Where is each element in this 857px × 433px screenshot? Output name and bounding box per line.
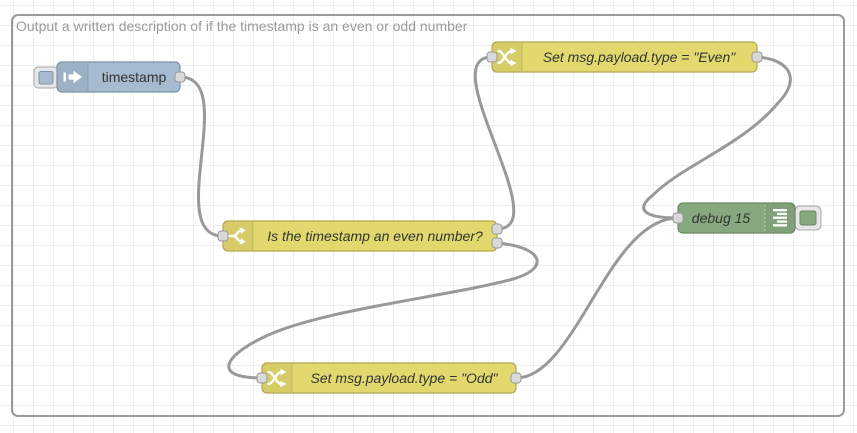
inject-node-label: timestamp bbox=[102, 69, 167, 85]
wire-change-odd-to-debug[interactable] bbox=[515, 216, 679, 380]
debug-input-port[interactable] bbox=[672, 212, 684, 224]
node-change-odd: Set msg.payload.type = "Odd" bbox=[256, 362, 522, 394]
wire-switch-to-change-even[interactable] bbox=[473, 55, 516, 231]
change-even-output-port[interactable] bbox=[751, 51, 763, 63]
debug-node-label: debug 15 bbox=[692, 210, 751, 226]
inject-button-inner bbox=[38, 71, 54, 85]
group-box[interactable] bbox=[11, 14, 845, 417]
node-debug: debug 15 bbox=[672, 202, 822, 234]
group-label: Output a written description of if the t… bbox=[16, 18, 468, 34]
wire-change-even-to-debug[interactable] bbox=[642, 55, 792, 220]
switch-input-port[interactable] bbox=[217, 230, 229, 242]
wire-timestamp-to-switch[interactable] bbox=[179, 75, 224, 238]
switch-output-port-2[interactable] bbox=[491, 237, 503, 249]
change-odd-output-port[interactable] bbox=[510, 372, 522, 384]
node-change-even: Set msg.payload.type = "Even" bbox=[486, 41, 763, 73]
wire-switch-to-change-odd[interactable] bbox=[227, 241, 539, 380]
inject-output-port[interactable] bbox=[174, 71, 186, 83]
change-odd-input-port[interactable] bbox=[256, 372, 268, 384]
change-odd-node-label: Set msg.payload.type = "Odd" bbox=[311, 370, 499, 386]
switch-node-label: Is the timestamp an even number? bbox=[267, 228, 483, 244]
switch-output-port-1[interactable] bbox=[491, 223, 503, 235]
node-inject-timestamp: timestamp bbox=[33, 61, 186, 93]
debug-button-inner bbox=[799, 210, 817, 226]
node-switch: Is the timestamp an even number? bbox=[217, 220, 503, 252]
change-even-node-label: Set msg.payload.type = "Even" bbox=[543, 49, 736, 65]
change-even-input-port[interactable] bbox=[486, 51, 498, 63]
